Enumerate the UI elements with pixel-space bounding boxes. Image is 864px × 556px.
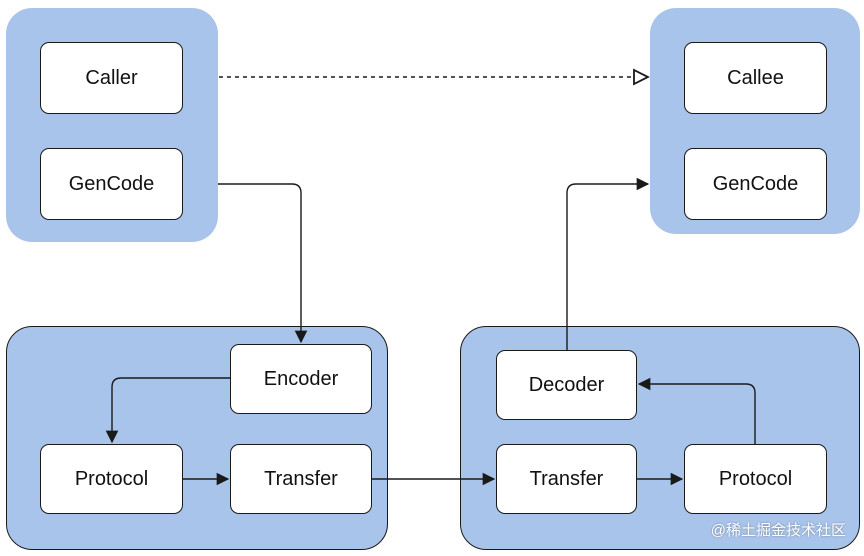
decoder-node: Decoder (496, 350, 637, 420)
gencode-right-node: GenCode (684, 148, 827, 220)
gencode-left-node: GenCode (40, 148, 183, 220)
transfer-right-node: Transfer (496, 444, 637, 514)
protocol-left-node: Protocol (40, 444, 183, 514)
protocol-right-node: Protocol (684, 444, 827, 514)
callee-node: Callee (684, 42, 827, 114)
watermark-text: @稀土掘金技术社区 (710, 522, 846, 539)
caller-node: Caller (40, 42, 183, 114)
encoder-node: Encoder (230, 344, 372, 414)
gencode-to-encoder-arrow (218, 183, 308, 344)
transfer-left-node: Transfer (230, 444, 372, 514)
